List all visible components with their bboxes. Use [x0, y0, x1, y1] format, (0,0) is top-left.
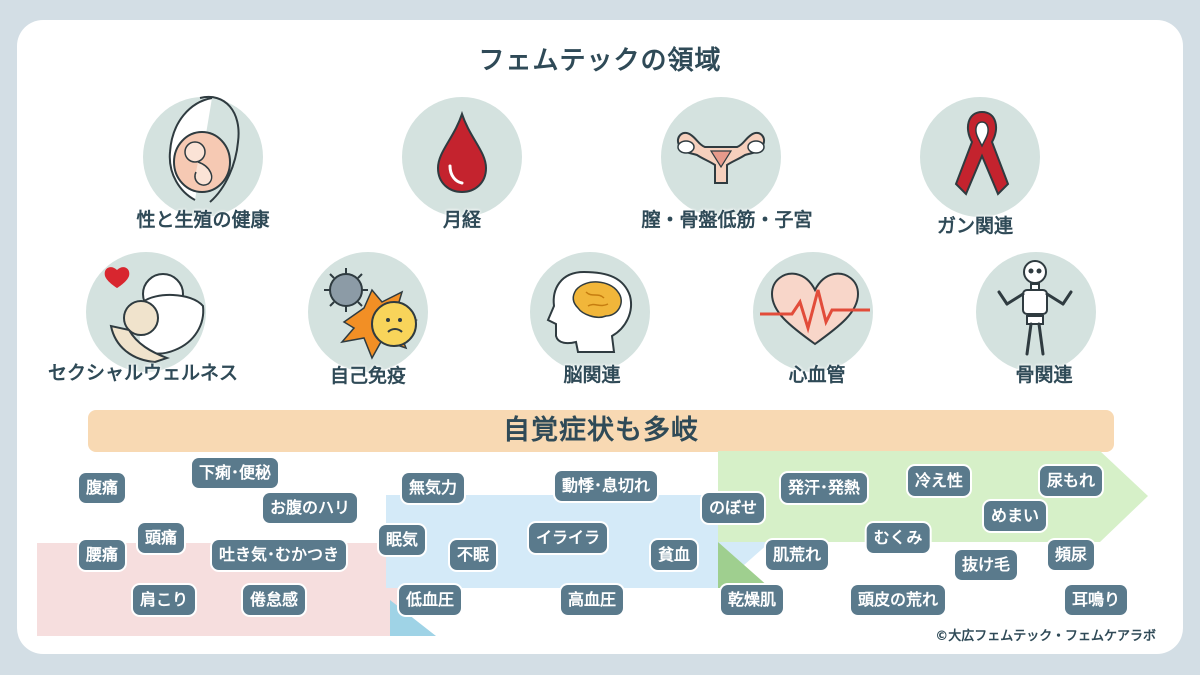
- symptom-tag: 腹痛: [78, 473, 126, 503]
- symptom-tag: イライラ: [528, 523, 608, 553]
- symptom-tag: 高血圧: [560, 585, 624, 615]
- symptom-tag: 肩こり: [132, 585, 196, 615]
- symptom-tag: お腹のハリ: [262, 493, 358, 523]
- area-label: 膣・骨盤低筋・子宮: [641, 209, 813, 231]
- heart-pulse-icon: [760, 272, 870, 346]
- page-title: フェムテックの領域: [478, 46, 722, 76]
- virus-icon: [324, 268, 418, 360]
- area-label: 骨関連: [1015, 364, 1073, 386]
- symptom-tag: 不眠: [449, 540, 497, 570]
- brain-icon: [546, 270, 632, 353]
- pregnancy-icon: [168, 95, 240, 203]
- symptoms-banner: 自覚症状も多岐: [88, 410, 1114, 452]
- skeleton-icon: [997, 260, 1073, 356]
- symptom-tag: のぼせ: [701, 493, 765, 523]
- area-label: ガン関連: [936, 215, 1014, 237]
- symptom-tag: 眠気: [378, 525, 426, 555]
- symptom-tag: 低血圧: [398, 585, 462, 615]
- area-label: 脳関連: [563, 364, 621, 386]
- embracing-couple-icon: [104, 267, 205, 364]
- symptom-tag: 乾燥肌: [720, 585, 784, 615]
- blood-drop-icon: [436, 110, 488, 194]
- symptom-tag: 発汗･発熱: [780, 473, 868, 503]
- symptom-tag: めまい: [983, 501, 1047, 531]
- copyright-credit: ©大広フェムテック・フェムケアラボ: [935, 629, 1156, 644]
- symptom-tag: 頭皮の荒れ: [850, 585, 946, 615]
- area-label: 心血管: [788, 364, 846, 386]
- area-label: セクシャルウェルネス: [47, 362, 239, 384]
- area-label: 性と生殖の健康: [136, 209, 270, 231]
- symptom-tag: 肌荒れ: [765, 540, 829, 570]
- symptom-tag: 倦怠感: [242, 585, 306, 615]
- area-label: 自己免疫: [329, 365, 407, 387]
- symptom-tag: 動悸･息切れ: [554, 471, 658, 501]
- symptom-tag: 耳鳴り: [1064, 585, 1128, 615]
- symptom-tag: むくみ: [866, 523, 930, 553]
- symptom-tag: 腰痛: [78, 540, 126, 570]
- symptom-tag: 頭痛: [137, 523, 185, 553]
- symptom-tag: 尿もれ: [1039, 466, 1103, 496]
- area-label: 月経: [442, 209, 482, 231]
- ribbon-icon: [954, 110, 1010, 196]
- symptom-tag: 抜け毛: [954, 550, 1018, 580]
- symptom-tag: 冷え性: [907, 466, 971, 496]
- symptom-tag: 下痢･便秘: [191, 458, 279, 488]
- symptom-tag: 無気力: [401, 473, 465, 503]
- uterus-icon: [677, 131, 765, 184]
- arrow-blue-fold: [718, 542, 770, 588]
- symptom-tag: 吐き気･むかつき: [211, 540, 347, 570]
- symptom-tag: 頻尿: [1047, 540, 1095, 570]
- symptom-tag: 貧血: [650, 540, 698, 570]
